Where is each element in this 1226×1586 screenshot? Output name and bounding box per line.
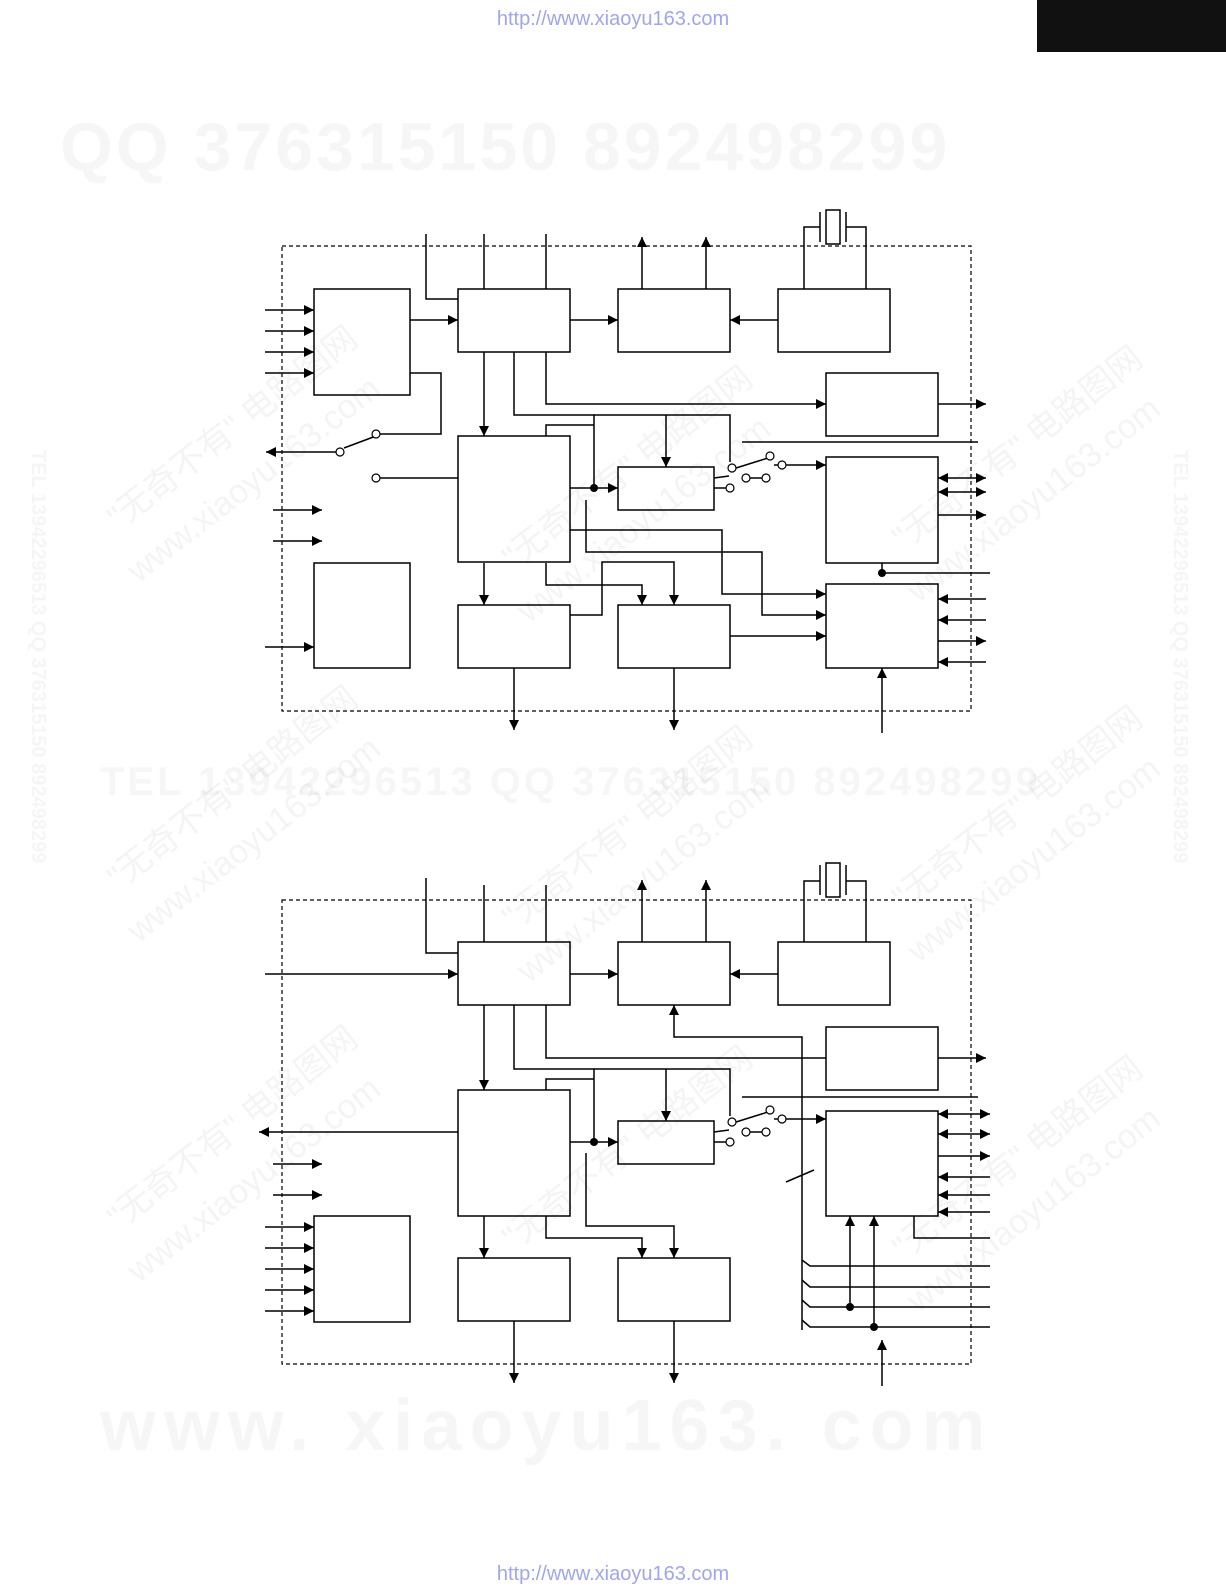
output-block bbox=[617, 941, 731, 1006]
block-diagram-2 bbox=[259, 862, 990, 1386]
amp-block bbox=[617, 604, 731, 669]
ic-boundary bbox=[281, 245, 972, 712]
output-block bbox=[617, 288, 731, 353]
amp-block bbox=[617, 1257, 731, 1322]
input-block bbox=[313, 288, 411, 396]
crystal-icon bbox=[825, 209, 841, 245]
watermark-side: TEL 13942296513 QQ 376315150 892498299 bbox=[26, 450, 49, 863]
control-block bbox=[457, 1089, 571, 1217]
oscillator-block bbox=[777, 941, 891, 1006]
mixer-block bbox=[617, 466, 715, 511]
driver-block bbox=[825, 1026, 939, 1091]
processor-block bbox=[457, 941, 571, 1006]
header-url[interactable]: http://www.xiaoyu163.com bbox=[496, 8, 730, 30]
filter-block bbox=[457, 1257, 571, 1322]
logic-block bbox=[825, 583, 939, 669]
crystal-icon bbox=[825, 862, 841, 898]
input-block bbox=[313, 1215, 411, 1323]
oscillator-block bbox=[777, 288, 891, 353]
interface-block bbox=[825, 1110, 939, 1217]
watermark-qq: QQ 376315150 892498299 bbox=[60, 108, 950, 186]
processor-block bbox=[457, 288, 571, 353]
power-block bbox=[313, 562, 411, 669]
mixer-block bbox=[617, 1120, 715, 1165]
watermark-side: TEL 13942296513 QQ 376315150 892498299 bbox=[1168, 450, 1191, 863]
control-block bbox=[457, 435, 571, 563]
filter-block bbox=[457, 604, 571, 669]
driver-block bbox=[825, 372, 939, 437]
corner-tab bbox=[1037, 0, 1226, 52]
interface-block bbox=[825, 456, 939, 564]
footer-url[interactable]: http://www.xiaoyu163.com bbox=[496, 1563, 730, 1585]
watermark-site: www. xiaoyu163. com bbox=[100, 1385, 994, 1467]
block-diagram-1 bbox=[265, 209, 990, 733]
